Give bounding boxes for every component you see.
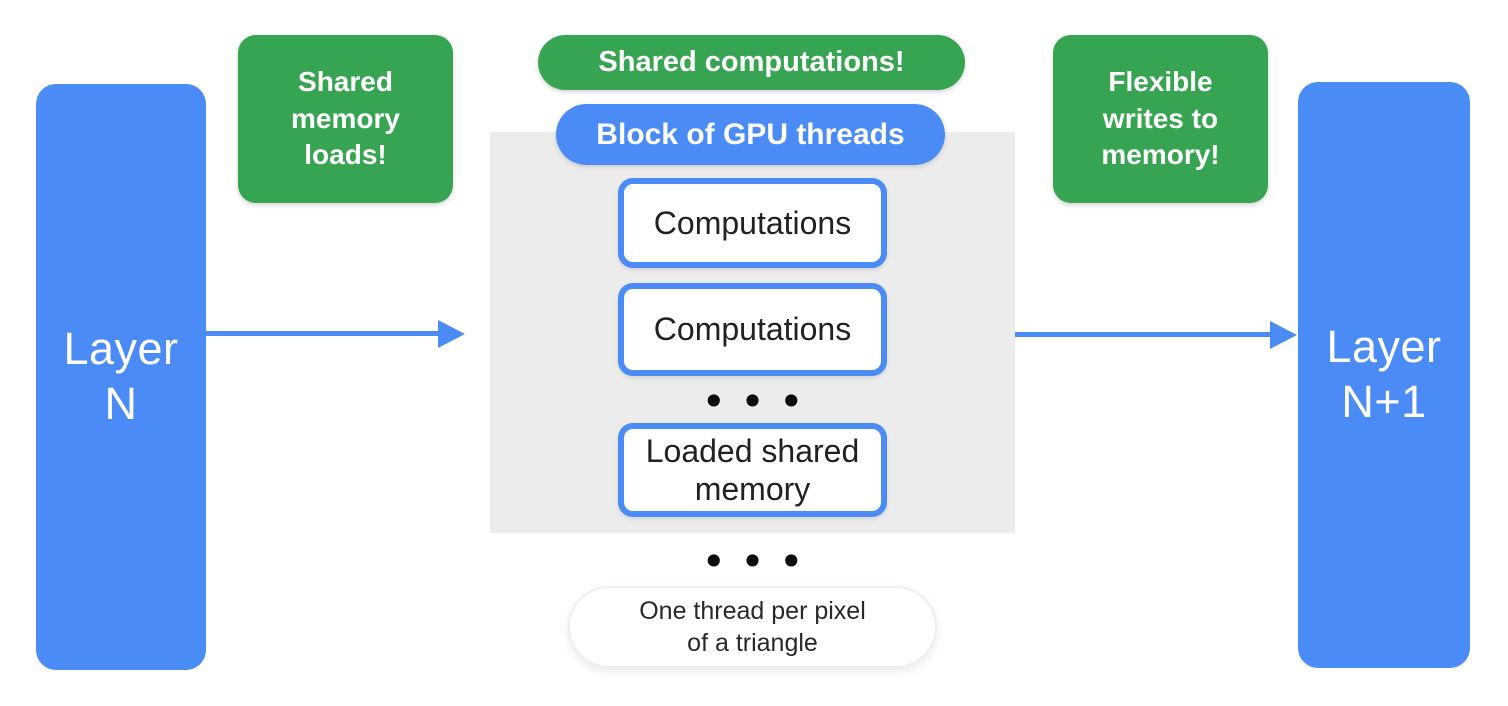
arrow-left-line — [206, 331, 440, 336]
layer-n-plus-1-label: Layer N+1 — [1326, 321, 1442, 427]
computations-box-1: Computations — [618, 178, 887, 268]
computations-box-2: Computations — [618, 283, 887, 376]
arrow-right-head-icon — [1270, 320, 1297, 349]
ellipsis-dots-outer: ••• — [701, 537, 818, 586]
layer-n-plus-1-box: Layer N+1 — [1298, 82, 1470, 668]
callout-shared-computations: Shared computations! — [538, 35, 965, 90]
computations-box-2-label: Computations — [653, 311, 852, 348]
ellipsis-dots-inner: ••• — [701, 377, 818, 426]
thread-note-pill: One thread per pixel of a triangle — [568, 586, 937, 668]
callout-shared-memory-loads: Shared memory loads! — [238, 35, 453, 203]
callout-shared-computations-label: Shared computations! — [598, 46, 905, 78]
loaded-shared-memory-box: Loaded shared memory — [618, 423, 887, 517]
arrow-left-head-icon — [438, 319, 465, 348]
layer-n-label: Layer N — [63, 323, 179, 429]
layer-n-box: Layer N — [36, 84, 206, 670]
block-of-gpu-threads-label: Block of GPU threads — [596, 117, 905, 151]
arrow-right-line — [1015, 332, 1272, 337]
thread-note-label: One thread per pixel of a triangle — [639, 596, 866, 658]
callout-flexible-writes: Flexible writes to memory! — [1053, 35, 1268, 203]
callout-shared-memory-loads-label: Shared memory loads! — [291, 65, 400, 171]
block-of-gpu-threads-pill: Block of GPU threads — [556, 104, 945, 165]
callout-flexible-writes-label: Flexible writes to memory! — [1101, 65, 1220, 171]
loaded-shared-memory-label: Loaded shared memory — [645, 432, 860, 507]
computations-box-1-label: Computations — [653, 204, 852, 241]
